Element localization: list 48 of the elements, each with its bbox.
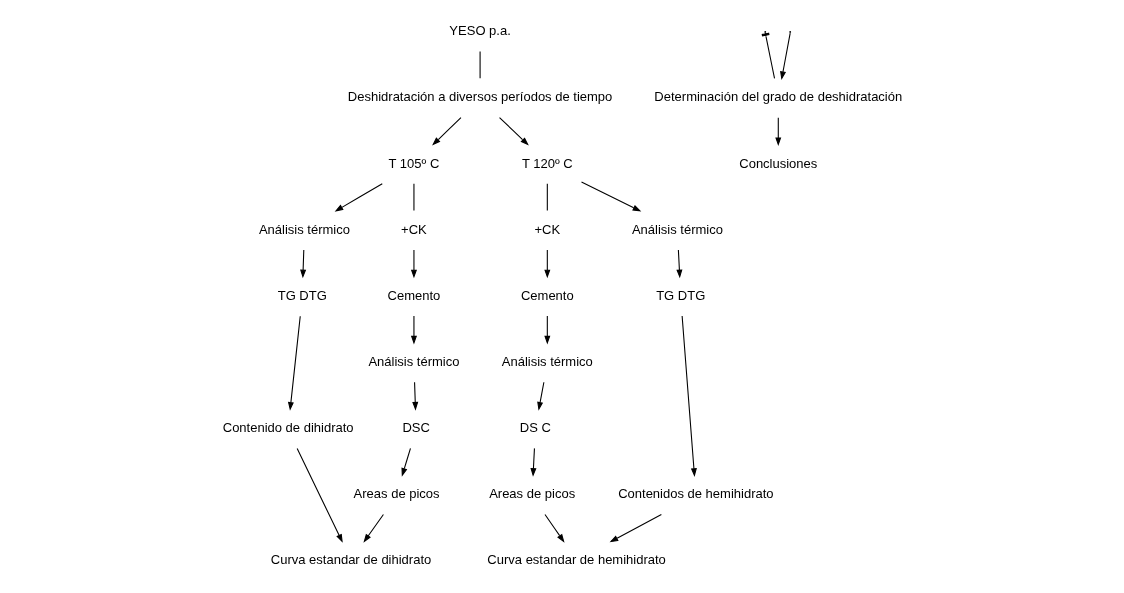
- node-text: Cemento: [520, 287, 574, 303]
- arrow: [543, 315, 550, 345]
- arrow: [675, 249, 682, 279]
- node-text: Areas de picos: [353, 486, 440, 502]
- node-text: Análisis térmico: [631, 221, 723, 237]
- node-text: Determinación del grado de deshidratación: [653, 89, 902, 105]
- arrow: [543, 249, 550, 279]
- node-text: T 120º C: [521, 155, 573, 171]
- arrow: [498, 117, 529, 146]
- arrow: [299, 249, 306, 279]
- node-text: +CK: [533, 221, 560, 237]
- node-text: Deshidratación a diversos períodos de tiempo: [347, 89, 612, 105]
- node-text: T 105º C: [388, 155, 439, 171]
- node-text: TG DTG: [655, 287, 705, 303]
- connector: [546, 183, 548, 212]
- connector: [765, 36, 775, 79]
- node-text: Análisis térmico: [367, 354, 459, 370]
- arrow: [543, 514, 565, 543]
- arrow: [362, 514, 384, 543]
- node-text: Análisis térmico: [501, 354, 593, 370]
- node-text: Análisis térmico: [258, 221, 350, 237]
- node-text: TG DTG: [277, 287, 327, 303]
- arrow: [410, 315, 417, 345]
- arrow: [529, 447, 536, 477]
- node-text: DSC: [401, 420, 430, 436]
- arrow: [609, 514, 662, 543]
- arrow: [580, 181, 641, 212]
- arrow: [431, 117, 461, 146]
- arrow: [296, 447, 343, 543]
- arrow: [400, 447, 411, 477]
- node-text: Contenido de dihidrato: [222, 420, 354, 436]
- node-text: YESO p.a.: [448, 23, 511, 39]
- arrow: [681, 315, 697, 477]
- arrow: [334, 183, 383, 212]
- arrow: [774, 117, 781, 147]
- node-text: +CK: [400, 221, 427, 237]
- arrow: [536, 381, 544, 411]
- arrow: [779, 32, 791, 81]
- node-text: Areas de picos: [488, 486, 575, 502]
- node-text: Contenidos de hemihidrato: [617, 486, 774, 502]
- node-text: Curva estandar de dihidrato: [270, 552, 431, 568]
- node-text: Cemento: [387, 287, 440, 303]
- arrow: [410, 249, 417, 279]
- node-text: Curva estandar de hemihidrato: [486, 552, 666, 568]
- node-text: Conclusiones: [738, 155, 817, 171]
- arrow: [287, 315, 301, 411]
- arrow: [411, 381, 418, 411]
- node-text: DS C: [519, 420, 551, 436]
